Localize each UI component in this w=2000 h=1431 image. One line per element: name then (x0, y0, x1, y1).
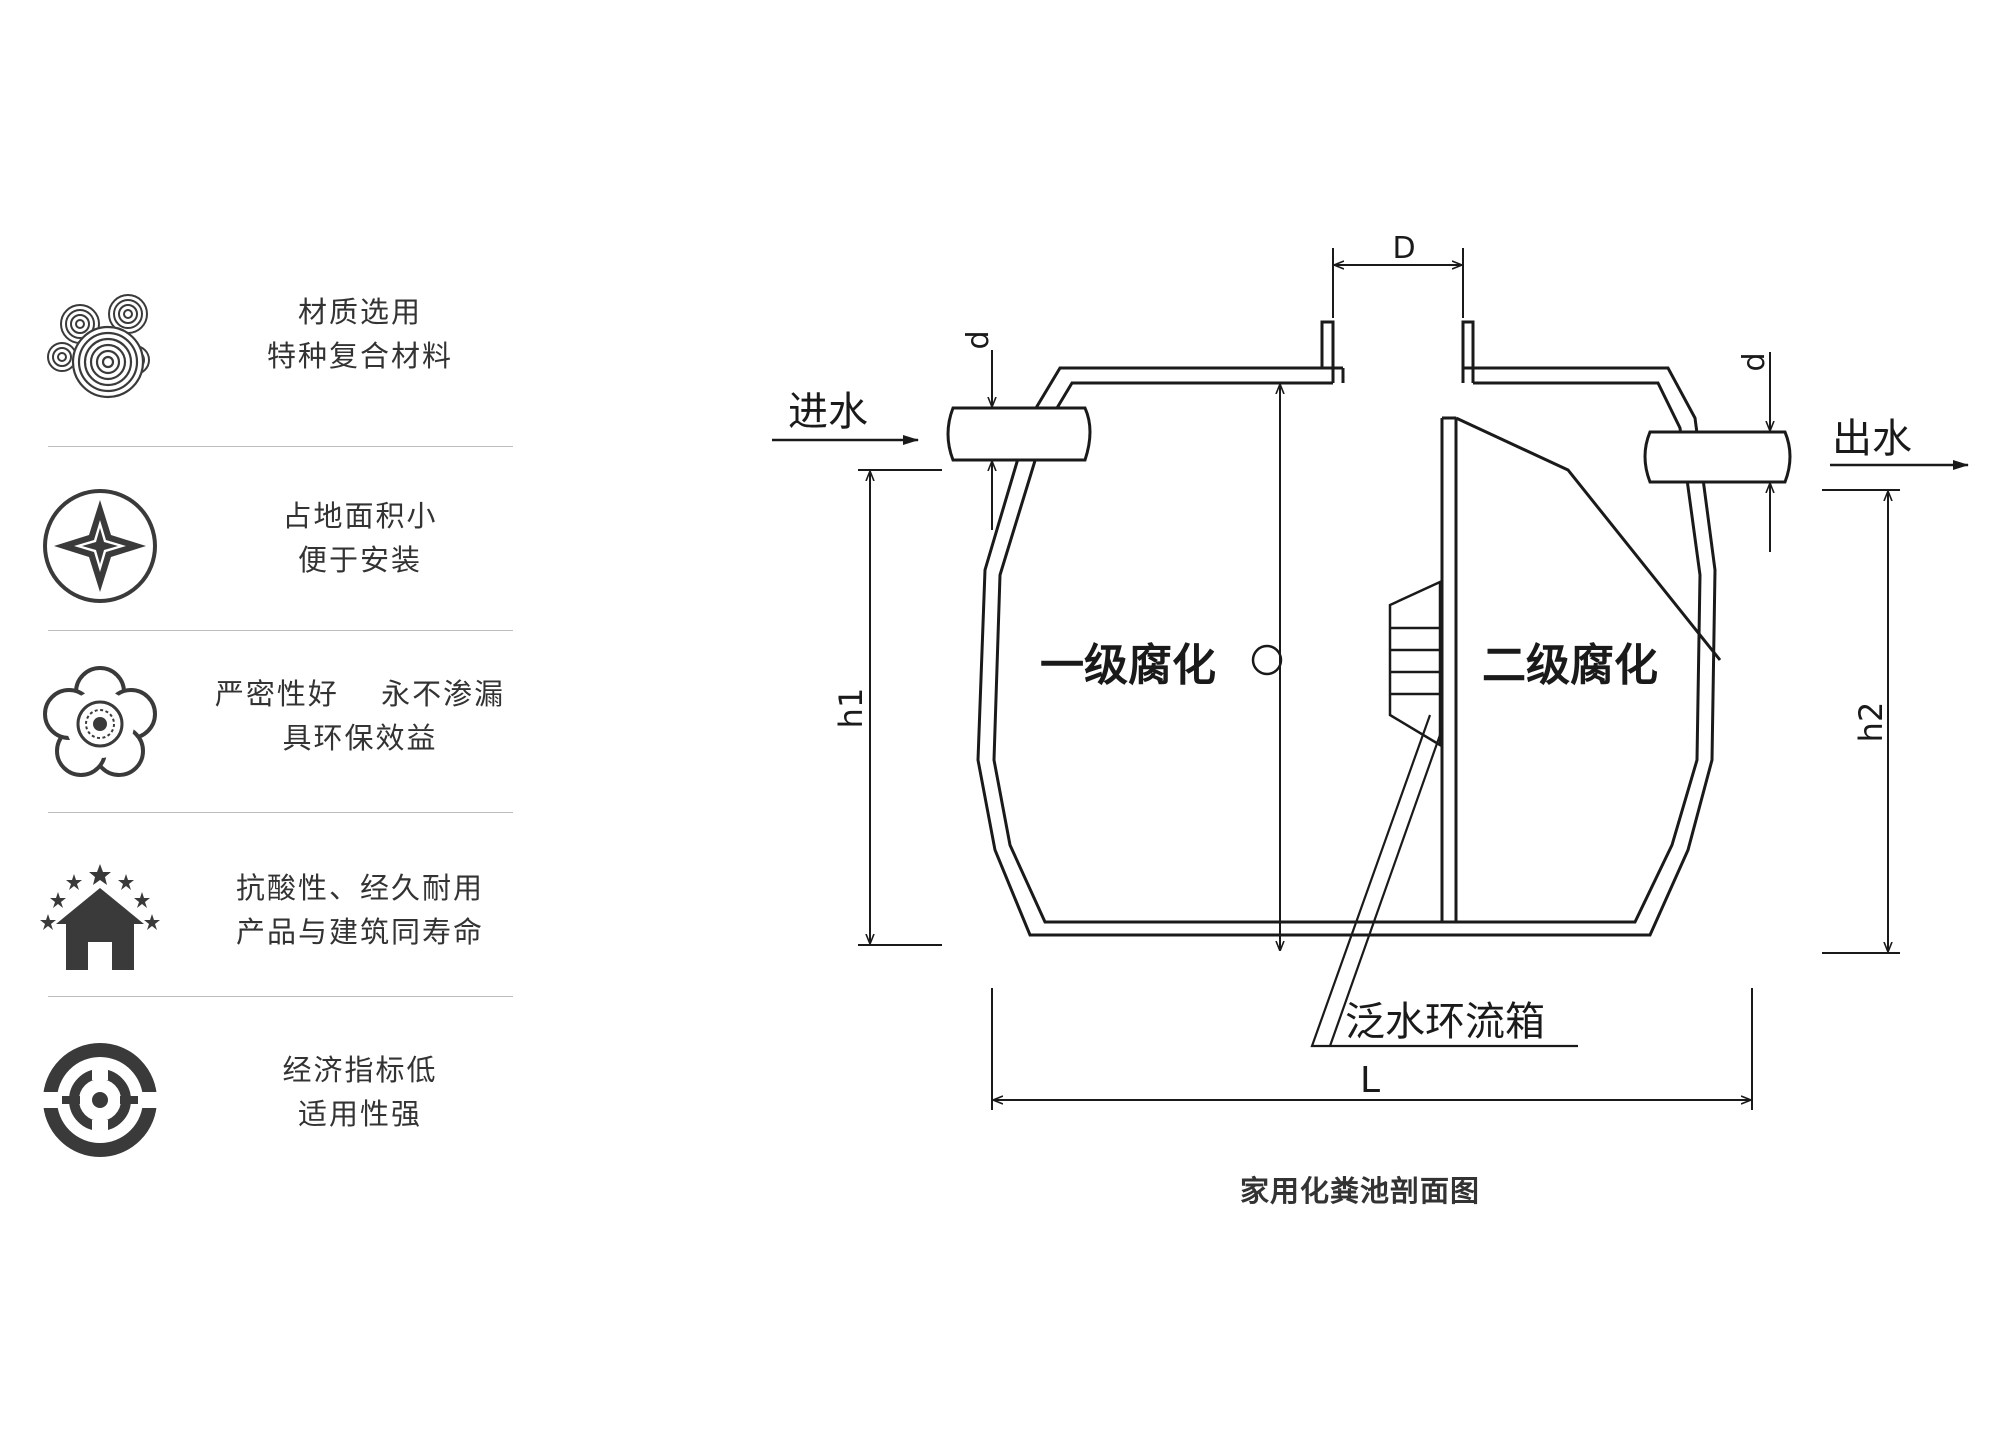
feature-line-2: 适用性强 (297, 1097, 422, 1131)
feature-line-1: 经济指标低 (282, 1053, 438, 1087)
divider (48, 996, 513, 997)
chamber2-label: 二级腐化 (1482, 640, 1658, 691)
inlet-label: 进水 (788, 389, 868, 435)
dimension-h2 (1822, 489, 1900, 954)
divider (48, 812, 513, 813)
dim-D-label: D (1392, 231, 1415, 266)
partition-wall (1440, 416, 1722, 922)
concentric-circles-icon (47, 294, 150, 399)
dim-L-label: L (1360, 1060, 1380, 1101)
flower-icon (43, 666, 157, 777)
feature-line-1: 材质选用 (297, 295, 422, 329)
manhole-neck (1320, 320, 1475, 383)
feature-item-material: 材质选用 特种复合材料 (40, 282, 510, 442)
compass-star-icon (43, 489, 157, 603)
diagram-caption: 家用化粪池剖面图 (1239, 1174, 1480, 1208)
chamber1-label: 一级腐化 (1040, 640, 1216, 691)
feature-item-footprint: 占地面积小 便于安装 (40, 486, 510, 646)
baffle-leader (1310, 714, 1578, 1048)
feature-item-economy: 经济指标低 适用性强 (40, 1040, 510, 1200)
feature-line-2: 具环保效益 (282, 721, 438, 755)
dim-h2-label: h2 (1852, 702, 1890, 743)
dim-d-left-label: d (961, 330, 996, 349)
baffle-box-label: 泛水环流箱 (1345, 999, 1545, 1045)
outlet-pipe (1643, 430, 1792, 484)
maze-circle-icon (40, 1043, 160, 1157)
inlet-pipe (946, 406, 1092, 462)
outlet-label: 出水 (1832, 416, 1912, 462)
feature-line-2: 特种复合材料 (266, 339, 453, 373)
feature-item-sealing: 严密性好 永不渗漏 具环保效益 (40, 664, 510, 824)
feature-line-2: 产品与建筑同寿命 (235, 915, 484, 949)
dimension-phi (1251, 385, 1281, 950)
feature-item-durability: 抗酸性、经久耐用 产品与建筑同寿命 (40, 858, 510, 1018)
dim-d-right-label: d (1737, 352, 1772, 371)
feature-line-1: 抗酸性、经久耐用 (235, 871, 484, 905)
feature-line-1: 严密性好 永不渗漏 (214, 677, 506, 711)
divider (48, 630, 513, 631)
feature-line-1: 占地面积小 (282, 499, 438, 533)
baffle-box (1388, 580, 1442, 748)
dimension-L (991, 988, 1753, 1110)
feature-line-2: 便于安装 (297, 543, 422, 577)
star-house-icon (40, 864, 160, 970)
dimension-h1 (858, 469, 942, 946)
divider (48, 446, 513, 447)
dim-h1-label: h1 (832, 688, 870, 729)
dimension-D (1332, 248, 1464, 318)
